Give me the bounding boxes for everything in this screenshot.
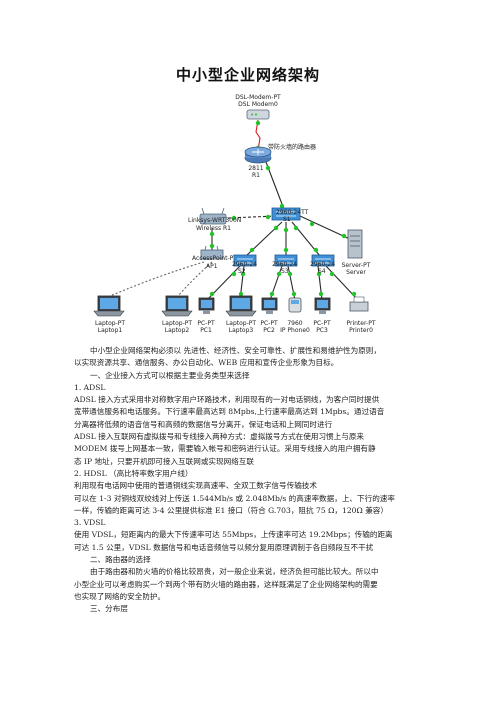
link-status-dots	[209, 120, 357, 297]
network-topology-diagram: DSL-Modem-PT DSL Modem0 带防火墙的路由器 2811 R1…	[93, 94, 376, 334]
document-body: 中小型企业网络架构必须以 先进性、经济性、安全可靠性、扩展性和易维护性为原则， …	[74, 345, 422, 616]
core-switch-label-name: S1	[283, 216, 291, 223]
access-point-label-model: AccessPoint-PT	[192, 255, 237, 262]
switch-s3-label-name: S3	[281, 268, 289, 275]
switch-s3-device[interactable]: 2960-24 S3	[272, 254, 298, 275]
paragraph-adsl-6: 态 IP 地址，只要开机即可接入互联网或实现网络互联	[74, 456, 254, 466]
access-point-icon	[200, 249, 224, 260]
pc2-label-model: PC-PT	[260, 320, 278, 327]
paragraph-adsl-2: 宽带通信服务和电话服务。下行速率最高达到 8Mpbs,上行速率最高达到 1Mpb…	[74, 407, 385, 417]
pc3-label-model: PC-PT	[313, 320, 331, 327]
router-label-name: R1	[252, 172, 260, 179]
laptop1-label-model: Laptop-PT	[95, 320, 125, 327]
router-label-model: 2811	[248, 165, 263, 172]
printer-device[interactable]: Printer-PT Printer0	[346, 296, 376, 334]
switch-icon	[233, 254, 257, 267]
laptop2-label-model: Laptop-PT	[162, 320, 192, 327]
laptop1-label-name: Laptop1	[98, 327, 123, 334]
access-point-label-name: AP1	[206, 263, 218, 270]
wireless-router-label-model: Linksys-WRT300N	[188, 217, 241, 224]
section-heading-distribution: 三、分布层	[90, 604, 128, 614]
pc1-label-model: PC-PT	[197, 320, 215, 327]
subheading-hdsl: 2. HDSL （高比特率数字用户线）	[74, 468, 193, 478]
switch-s4-label-model: 2960-24	[310, 261, 335, 268]
paragraph-adsl-4: ADSL 接入互联网有虚拟拨号和专线接入两种方式：虚拟拨号方式在使用习惯上与原来	[74, 432, 365, 442]
printer-label-model: Printer-PT	[346, 320, 375, 327]
switch-s4-device[interactable]: 2960-24 S4	[310, 254, 335, 275]
switch-icon	[271, 207, 301, 221]
modem-icon	[246, 109, 270, 120]
page-title: 中小型企业网络架构	[175, 66, 320, 84]
switch-s2-label-model: 2960-24	[232, 261, 257, 268]
server-icon	[347, 229, 363, 259]
wireless-router-icon	[199, 213, 227, 225]
core-switch-label-model: 2960-24TT	[276, 209, 309, 216]
laptop3-device[interactable]: Laptop-PT Laptop3	[225, 295, 257, 334]
wireless-ap-laptop2	[177, 261, 213, 297]
paragraph-hdsl-1: 利用现有电话网中使用的普通铜线实现高速率、全双工数字信号传输技术	[74, 481, 317, 491]
wireless-router-device[interactable]: Linksys-WRT300N Wireless R1	[188, 207, 241, 232]
subheading-adsl: 1. ADSL	[74, 382, 106, 392]
pc1-label-name: PC1	[200, 327, 212, 334]
paragraph-hdsl-2: 可以在 1-3 对铜线双绞线对上传送 1.544Mb/s 或 2.048Mb/s…	[74, 493, 395, 503]
paragraph-adsl-5: MODEM 拨号上网基本一致，需要输入帐号和密码进行认证。采用专线接入的用户拥有…	[74, 444, 376, 454]
router-note: 带防火墙的路由器	[268, 143, 316, 151]
switch-s2-device[interactable]: 2960-24 S2	[232, 254, 257, 275]
serial-link-modem-router	[255, 119, 261, 151]
pc3-device[interactable]: PC-PT PC3	[313, 297, 331, 334]
switch-s3-label-model: 2960-24	[272, 261, 297, 268]
paragraph-intro-2: 以实现资源共享、通信服务、办公自动化、WEB 应用和宣传企业形象为目标。	[74, 358, 339, 368]
paragraph-adsl-3: 分离器将低频的语音信号和高频的数据信号分离开，保证电话和上网同时进行	[74, 419, 333, 429]
modem-label-model: DSL-Modem-PT	[235, 94, 281, 101]
ipphone-label-name: IP Phone0	[280, 327, 310, 334]
router-device[interactable]: 带防火墙的路由器 2811 R1	[244, 143, 316, 179]
switch-s2-label-name: S2	[238, 268, 246, 275]
modem-label-name: DSL Modem0	[238, 101, 278, 108]
pc2-device[interactable]: PC-PT PC2	[260, 297, 278, 334]
core-switch-device[interactable]: 2960-24TT S1	[271, 207, 309, 223]
ipphone-device[interactable]: 7960 IP Phone0	[280, 297, 310, 334]
laptop3-label-model: Laptop-PT	[226, 320, 256, 327]
pc3-label-name: PC3	[316, 327, 328, 334]
paragraph-intro-1: 中小型企业网络架构必须以 先进性、经济性、安全可靠性、扩展性和易维护性为原则，	[90, 346, 381, 355]
server-label-name: Server	[346, 269, 366, 276]
paragraph-adsl-1: ADSL 接入方式采用非对称数字用户环路技术，利用现有的一对电话铜线，为客户同时…	[74, 395, 380, 405]
server-device[interactable]: Server-PT Server	[342, 229, 371, 276]
laptop2-device[interactable]: Laptop-PT Laptop2	[161, 295, 193, 334]
paragraph-router-1: 由于路由器和防火墙的价格比较昂贵，对一般企业来说，经济负担可能比较大。所以中	[90, 567, 379, 577]
link-router-core	[265, 161, 286, 213]
paragraph-hdsl-3: 一样，传输的距离可达 3-4 公里提供标准 E1 接口（符合 G.703，阻抗 …	[74, 505, 388, 515]
switch-s4-label-name: S4	[318, 268, 326, 275]
access-point-device[interactable]: AccessPoint-PT AP1	[192, 245, 237, 270]
wireless-router-label-name: Wireless R1	[196, 225, 231, 232]
pc2-label-name: PC2	[263, 327, 275, 334]
laptop2-label-name: Laptop2	[165, 327, 190, 334]
section-heading-access: 一、企业接入方式可以根据主要业务类型来选择	[90, 370, 250, 380]
printer-label-name: Printer0	[349, 327, 373, 334]
paragraph-vdsl-2: 可达 1.5 公里，VDSL 数据信号和电话音频信号以频分复用原理调制于各自频段…	[74, 542, 374, 552]
switch-icon	[311, 254, 335, 267]
section-heading-router: 二、路由器的选择	[90, 555, 151, 565]
subheading-vdsl: 3. VDSL	[74, 518, 106, 528]
switch-icon	[274, 254, 298, 267]
printer-icon	[349, 301, 369, 312]
wireless-ap-laptop1	[109, 261, 205, 297]
laptop1-device[interactable]: Laptop-PT Laptop1	[93, 295, 125, 334]
pc1-device[interactable]: PC-PT PC1	[197, 297, 215, 334]
paragraph-vdsl-1: 使用 VDSL，短距离内的最大下传速率可达 55Mbps，上传速率可达 19.2…	[74, 530, 393, 540]
ipphone-label-model: 7960	[287, 320, 302, 327]
paragraph-router-3: 也实现了网络的安全防护。	[74, 591, 166, 601]
paragraph-router-2: 小型企业可以考虑购买一个到两个带有防火墙的路由器，这样既满足了企业网络架构的需要	[74, 579, 378, 589]
server-label-model: Server-PT	[342, 262, 371, 269]
laptop3-label-name: Laptop3	[229, 327, 254, 334]
dsl-modem-device[interactable]: DSL-Modem-PT DSL Modem0	[235, 94, 281, 120]
